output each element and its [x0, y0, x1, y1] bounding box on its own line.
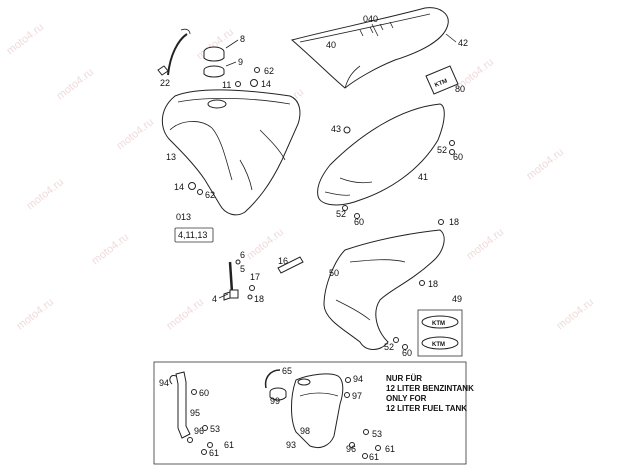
callout-40: 40 [326, 40, 336, 50]
callout-65: 65 [282, 366, 292, 376]
callout-11: 11 [222, 80, 231, 90]
callout-8: 8 [240, 34, 245, 44]
callout-13: 13 [166, 152, 176, 162]
callout-5: 5 [240, 264, 245, 274]
callout-50: 50 [329, 268, 339, 278]
callout-14a: 14 [261, 79, 271, 89]
callout-96b: 96 [346, 444, 356, 454]
watermark-text: moto4.ru [4, 21, 46, 57]
callout-18b: 18 [254, 294, 264, 304]
callout-52b: 52 [336, 209, 346, 219]
callout-42: 42 [458, 38, 468, 48]
callout-013: 013 [176, 212, 191, 222]
kit-reference-box [174, 227, 214, 243]
aux-fuel-tank-part [291, 373, 344, 449]
callout-60d: 60 [199, 388, 209, 398]
ktm-sticker-part: KTM [425, 65, 459, 95]
callout-60b: 60 [354, 217, 364, 227]
callout-60a: 60 [453, 152, 463, 162]
callout-95: 95 [190, 408, 200, 418]
callout-62b: 62 [205, 190, 215, 200]
callout-18c: 18 [428, 279, 438, 289]
side-panel-part [317, 103, 445, 206]
ktm-logo-text-3: KTM [432, 342, 445, 348]
ktm-sticker-set-part: KTM KTM [421, 315, 459, 350]
callout-14b: 14 [174, 182, 184, 192]
fuel-tank-part [161, 89, 301, 216]
spoiler-part [323, 229, 445, 350]
callout-16: 16 [278, 256, 288, 266]
callout-53b: 53 [372, 429, 382, 439]
watermark-text: moto4.ru [464, 226, 506, 262]
callout-61c: 61 [385, 444, 395, 454]
aux-filler-cap-part [264, 369, 287, 401]
watermark-text: moto4.ru [24, 176, 66, 212]
callout-49: 49 [452, 294, 462, 304]
ktm-logo-text-2: KTM [432, 321, 445, 327]
callout-41: 41 [418, 172, 428, 182]
callout-6: 6 [240, 250, 245, 260]
watermark-text: moto4.ru [14, 296, 56, 332]
note-line-1: NUR FÜR [386, 374, 422, 383]
watermark-text: moto4.ru [54, 66, 96, 102]
tank-bracket-part [169, 371, 191, 439]
callout-94b: 94 [353, 374, 363, 384]
callout-18a: 18 [449, 217, 459, 227]
callout-kit: 4,11,13 [178, 230, 207, 240]
callout-94a: 94 [159, 378, 169, 388]
callout-17: 17 [250, 272, 260, 282]
callout-43: 43 [331, 124, 341, 134]
callout-61a: 61 [224, 440, 234, 450]
fuel-hose-part [277, 256, 304, 274]
seat-part [290, 7, 449, 89]
callout-22: 22 [160, 78, 170, 88]
callout-61b: 61 [209, 448, 219, 458]
watermark-text: moto4.ru [114, 116, 156, 152]
ktm-logo-text: KTM [434, 78, 448, 88]
note-line-3: ONLY FOR [386, 394, 427, 403]
callout-61d: 61 [369, 452, 379, 462]
callout-60c: 60 [402, 348, 412, 358]
sticker-set-box [417, 309, 463, 357]
callout-97: 97 [352, 391, 362, 401]
watermark: moto4.ru moto4.ru moto4.ru moto4.ru moto… [4, 6, 596, 332]
callout-96a: 96 [194, 426, 204, 436]
note-line-2: 12 LITER BENZINTANK [386, 384, 474, 393]
watermark-text: moto4.ru [554, 296, 596, 332]
note-line-4: 12 LITER FUEL TANK [386, 404, 467, 413]
watermark-text: moto4.ru [164, 296, 206, 332]
callout-52c: 52 [384, 342, 394, 352]
callout-9: 9 [238, 57, 243, 67]
watermark-text: moto4.ru [524, 146, 566, 182]
callout-4: 4 [212, 294, 217, 304]
callout-62a: 62 [264, 66, 274, 76]
callout-52a: 52 [437, 145, 447, 155]
callout-98: 98 [300, 426, 310, 436]
callout-80: 80 [455, 84, 465, 94]
filler-cap-part [203, 46, 225, 78]
callout-040: 040 [363, 14, 378, 24]
fitment-note: NUR FÜR 12 LITER BENZINTANK ONLY FOR 12 … [386, 374, 474, 413]
callout-93: 93 [286, 440, 296, 450]
callout-99: 99 [270, 396, 280, 406]
fuel-tap-part [223, 259, 241, 301]
callout-53a: 53 [210, 424, 220, 434]
watermark-text: moto4.ru [89, 231, 131, 267]
optional-kit-frame [153, 361, 467, 465]
vent-hose-part [167, 33, 188, 76]
